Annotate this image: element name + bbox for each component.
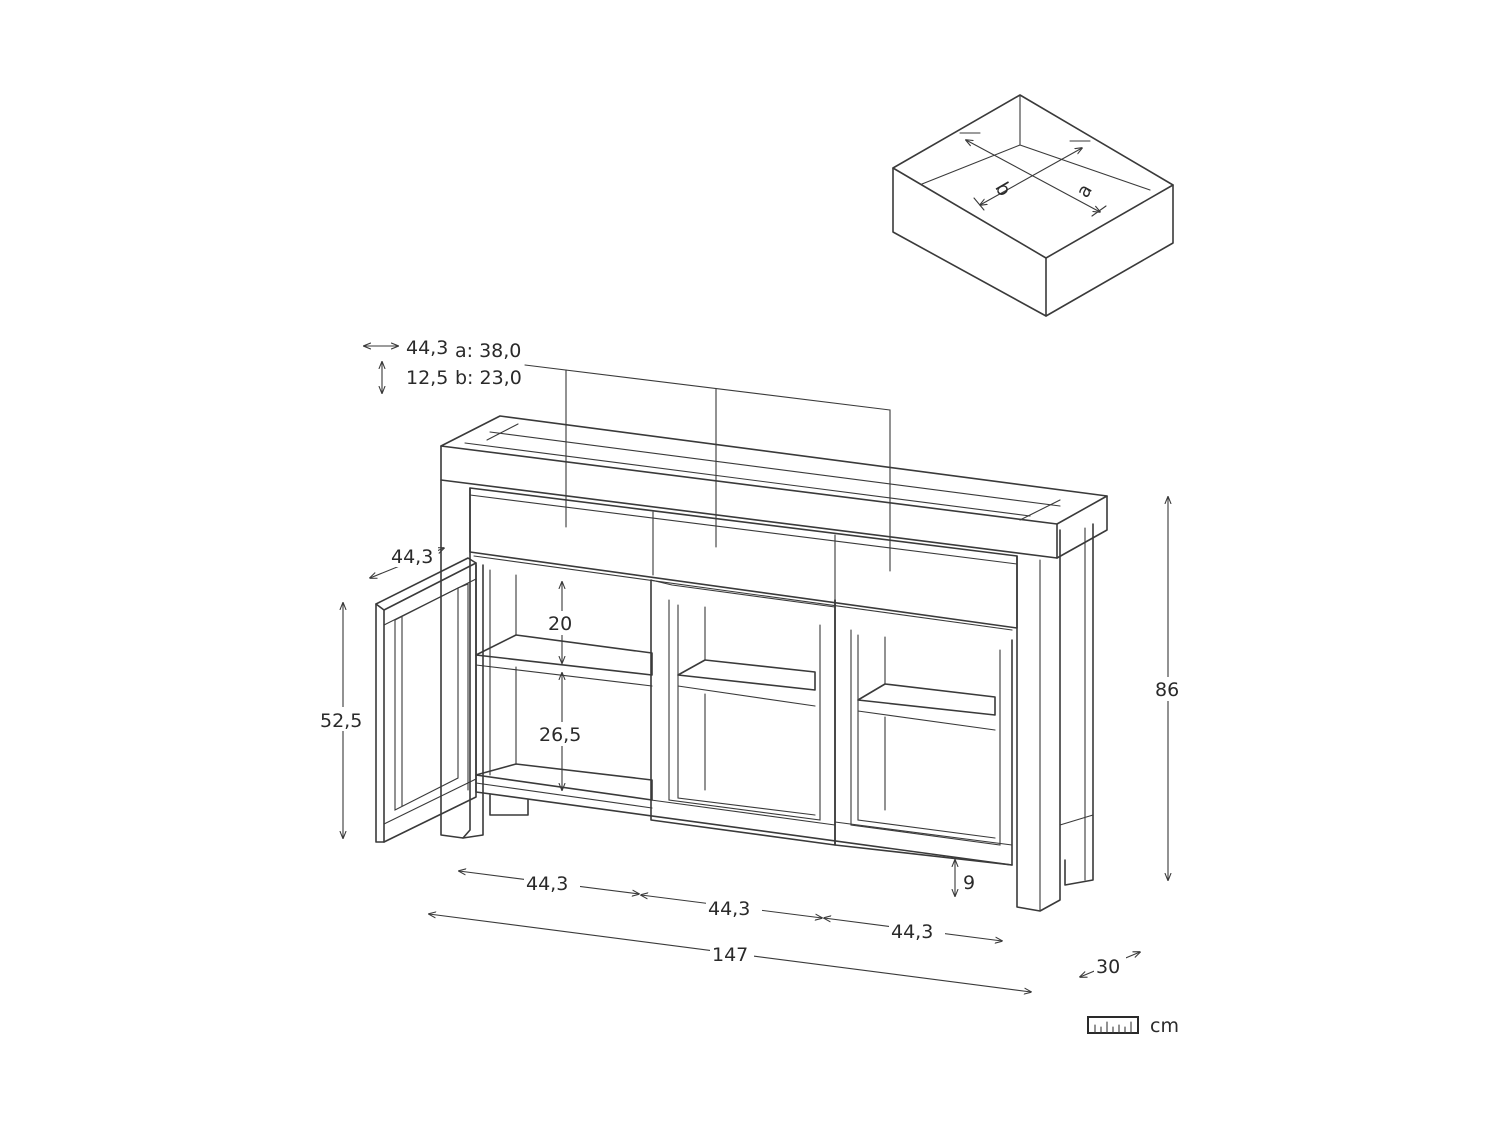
shelf-upper-height-label: 20 (548, 613, 572, 635)
door-height-label: 52,5 (320, 710, 362, 732)
shelf-lower-height-label: 26,5 (539, 724, 581, 746)
ruler-icon (1087, 1016, 1139, 1034)
drawer-a-dimension: a: 38,0 (455, 340, 521, 362)
drawer-width-value: 44,3 (406, 337, 448, 359)
dimension-lines: 44,3 52,5 20 26,5 86 9 44,3 44,3 44,3 (318, 497, 1186, 992)
section-1-width-label: 44,3 (526, 873, 568, 895)
unit-label: cm (1150, 1015, 1179, 1037)
door-width-label: 44,3 (391, 546, 433, 568)
sideboard-illustration (375, 415, 1108, 912)
section-2-width-label: 44,3 (708, 898, 750, 920)
total-height-label: 86 (1155, 679, 1179, 701)
drawer-b-dimension: b: 23,0 (455, 367, 522, 389)
leg-height-label: 9 (963, 872, 975, 894)
section-3-width-label: 44,3 (891, 921, 933, 943)
drawer-arrow-b (973, 140, 1091, 211)
depth-label: 30 (1096, 956, 1120, 978)
drawer-height-value: 12,5 (406, 367, 448, 389)
drawer-box-illustration: b a (892, 94, 1174, 317)
unit-legend: cm (1087, 1015, 1179, 1037)
total-width-label: 147 (712, 944, 748, 966)
drawer-legend: 44,3 a: 38,0 12,5 b: 23,0 (364, 337, 891, 572)
